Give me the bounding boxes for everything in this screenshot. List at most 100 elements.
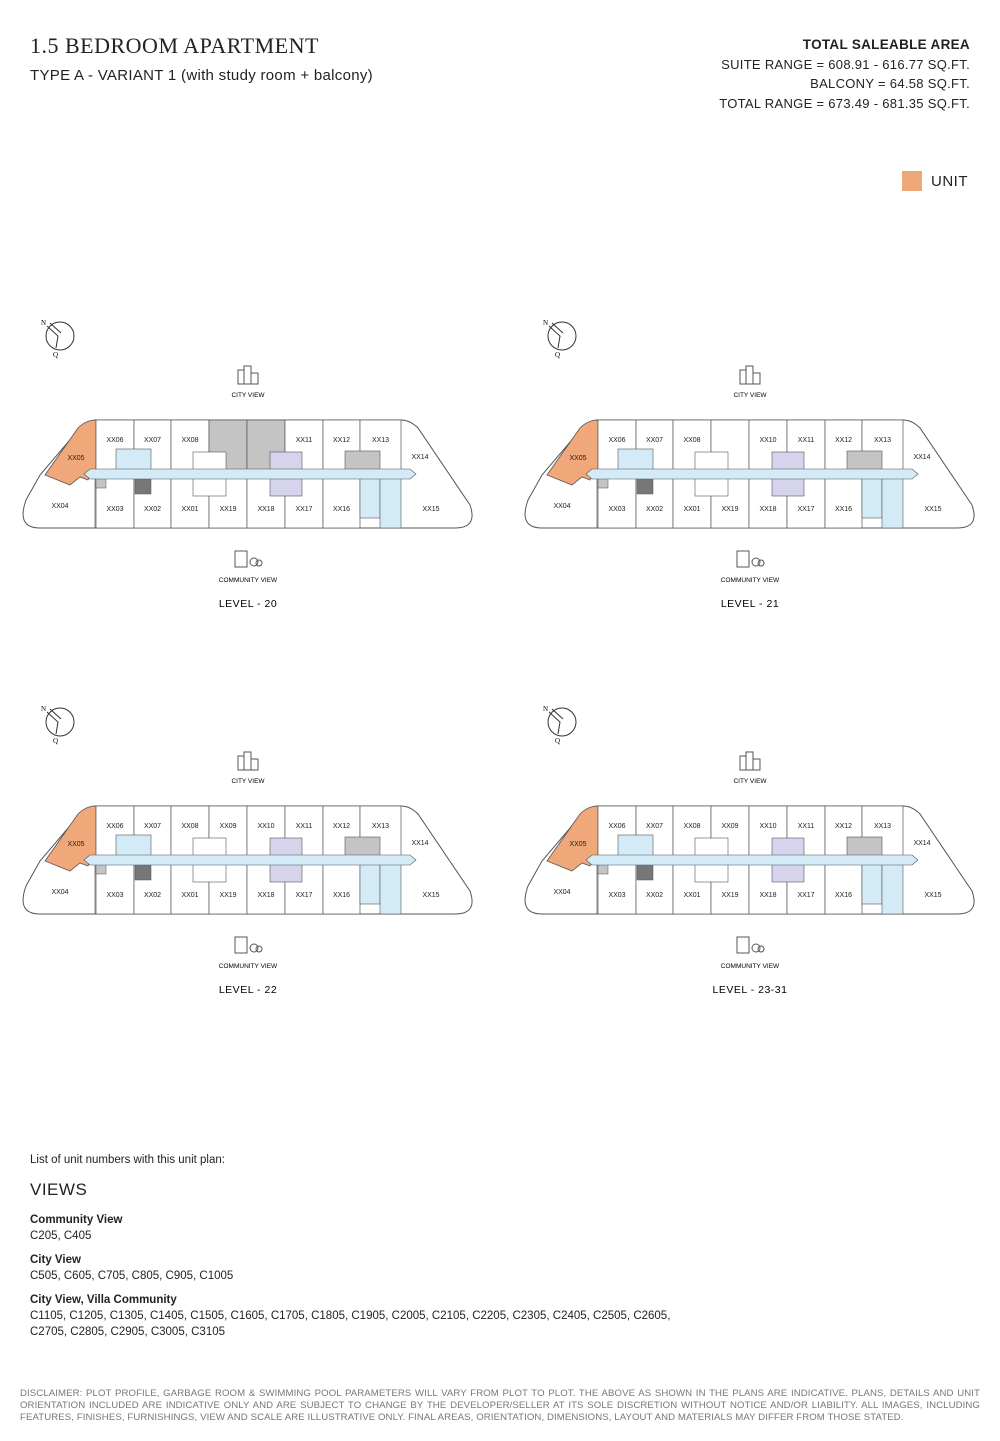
city-view-label: CITY VIEW: [231, 392, 265, 399]
unit-label: XX01: [683, 506, 700, 513]
compass-icon: NQ: [41, 705, 75, 745]
unit-label: XX03: [608, 892, 625, 899]
unit-label: XX15: [422, 506, 439, 513]
compass-icon: NQ: [41, 319, 75, 359]
level-label: LEVEL - 23-31: [713, 984, 788, 996]
unit-label: XX19: [219, 892, 236, 899]
compass-q: Q: [53, 351, 58, 359]
compass-circle: [45, 707, 75, 737]
building: [234, 936, 248, 954]
unit-label-highlight: XX05: [67, 455, 84, 462]
unit-label: XX14: [411, 454, 428, 461]
building: [234, 550, 248, 568]
compass-needle: [46, 322, 62, 349]
compass-icon: NQ: [543, 705, 577, 745]
shaft-dark: [134, 863, 152, 881]
shaft-dark: [134, 477, 152, 495]
unit-label: XX12: [835, 437, 852, 444]
lobby: [359, 863, 381, 905]
unit-label: XX19: [721, 506, 738, 513]
unit-label: XX16: [333, 506, 350, 513]
building: [243, 751, 252, 771]
page-title: 1.5 BEDROOM APARTMENT: [30, 33, 319, 58]
highlighted-unit-xx05: [546, 419, 599, 486]
compass-n: N: [41, 319, 46, 327]
level-label: LEVEL - 20: [219, 598, 277, 610]
compass-q: Q: [53, 737, 58, 745]
unit-label: XX17: [295, 506, 312, 513]
unit-label: XX12: [333, 823, 350, 830]
tree: [249, 557, 259, 567]
garbage-room: [344, 836, 381, 857]
compass-needle: [548, 322, 564, 349]
shaft: [597, 863, 609, 875]
views-heading: VIEWS: [30, 1180, 88, 1199]
tree: [249, 943, 259, 953]
building: [237, 755, 245, 771]
shaft-dark: [636, 863, 654, 881]
unit-label: XX04: [553, 503, 570, 510]
city-icon: [237, 365, 259, 385]
unit-label: XX18: [759, 892, 776, 899]
unit-bottom: [322, 477, 361, 529]
unit-label-highlight: XX05: [569, 455, 586, 462]
tree: [255, 945, 263, 953]
tree: [255, 559, 263, 567]
lift-core: [115, 448, 152, 471]
unit-label: XX08: [683, 823, 700, 830]
total-range: TOTAL RANGE = 673.49 - 681.35 SQ.FT.: [719, 95, 970, 111]
area-heading: TOTAL SALEABLE AREA: [802, 37, 970, 52]
unit-label: XX03: [608, 506, 625, 513]
unit-bottom: [824, 477, 863, 529]
unit-label: XX08: [683, 437, 700, 444]
lobby: [861, 477, 883, 519]
unit-label: XX01: [181, 892, 198, 899]
unit-bottom: [322, 863, 361, 915]
building: [250, 758, 259, 771]
unit-label: XX13: [874, 437, 891, 444]
group-name: City View, Villa Community: [30, 1294, 177, 1306]
unit-label: XX11: [296, 437, 313, 444]
unit-label: XX02: [144, 892, 161, 899]
compass-circle: [547, 707, 577, 737]
shaft-dark: [636, 477, 654, 495]
community-view-label: COMMUNITY VIEW: [721, 577, 780, 584]
building: [752, 372, 761, 385]
unit-label: XX17: [295, 892, 312, 899]
building: [243, 365, 252, 385]
unit-label: XX02: [646, 892, 663, 899]
compass-icon: NQ: [543, 319, 577, 359]
balcony-area: BALCONY = 64.58 SQ.FT.: [810, 76, 970, 91]
group-name: Community View: [30, 1214, 123, 1226]
city-view-label: CITY VIEW: [733, 778, 767, 785]
corridor: [83, 468, 417, 480]
unit-label: XX13: [372, 437, 389, 444]
unit-label: XX07: [646, 823, 663, 830]
garbage-room: [846, 450, 883, 471]
compass-circle: [547, 321, 577, 351]
unit-label: XX06: [608, 437, 625, 444]
unit-label: XX19: [721, 892, 738, 899]
unit-label: XX07: [144, 437, 161, 444]
unit-label: XX15: [924, 892, 941, 899]
unit-label: XX04: [51, 503, 68, 510]
suite-range: SUITE RANGE = 608.91 - 616.77 SQ.FT.: [721, 56, 970, 72]
unit-label: XX14: [913, 454, 930, 461]
unit-label: XX15: [924, 506, 941, 513]
community-view-label: COMMUNITY VIEW: [219, 577, 278, 584]
unit-label-highlight: XX05: [67, 841, 84, 848]
unit-label: XX14: [913, 840, 930, 847]
city-view-label: CITY VIEW: [733, 392, 767, 399]
highlighted-unit-xx05: [44, 805, 97, 872]
building: [736, 936, 750, 954]
unit-label-highlight: XX05: [569, 841, 586, 848]
compass-n: N: [543, 319, 548, 327]
tree: [757, 559, 765, 567]
disclaimer: DISCLAIMER: PLOT PROFILE, GARBAGE ROOM &…: [20, 1388, 980, 1423]
unit-label: XX06: [106, 823, 123, 830]
building: [250, 372, 259, 385]
unit-label: XX07: [144, 823, 161, 830]
list-intro: List of unit numbers with this unit plan…: [30, 1154, 225, 1166]
